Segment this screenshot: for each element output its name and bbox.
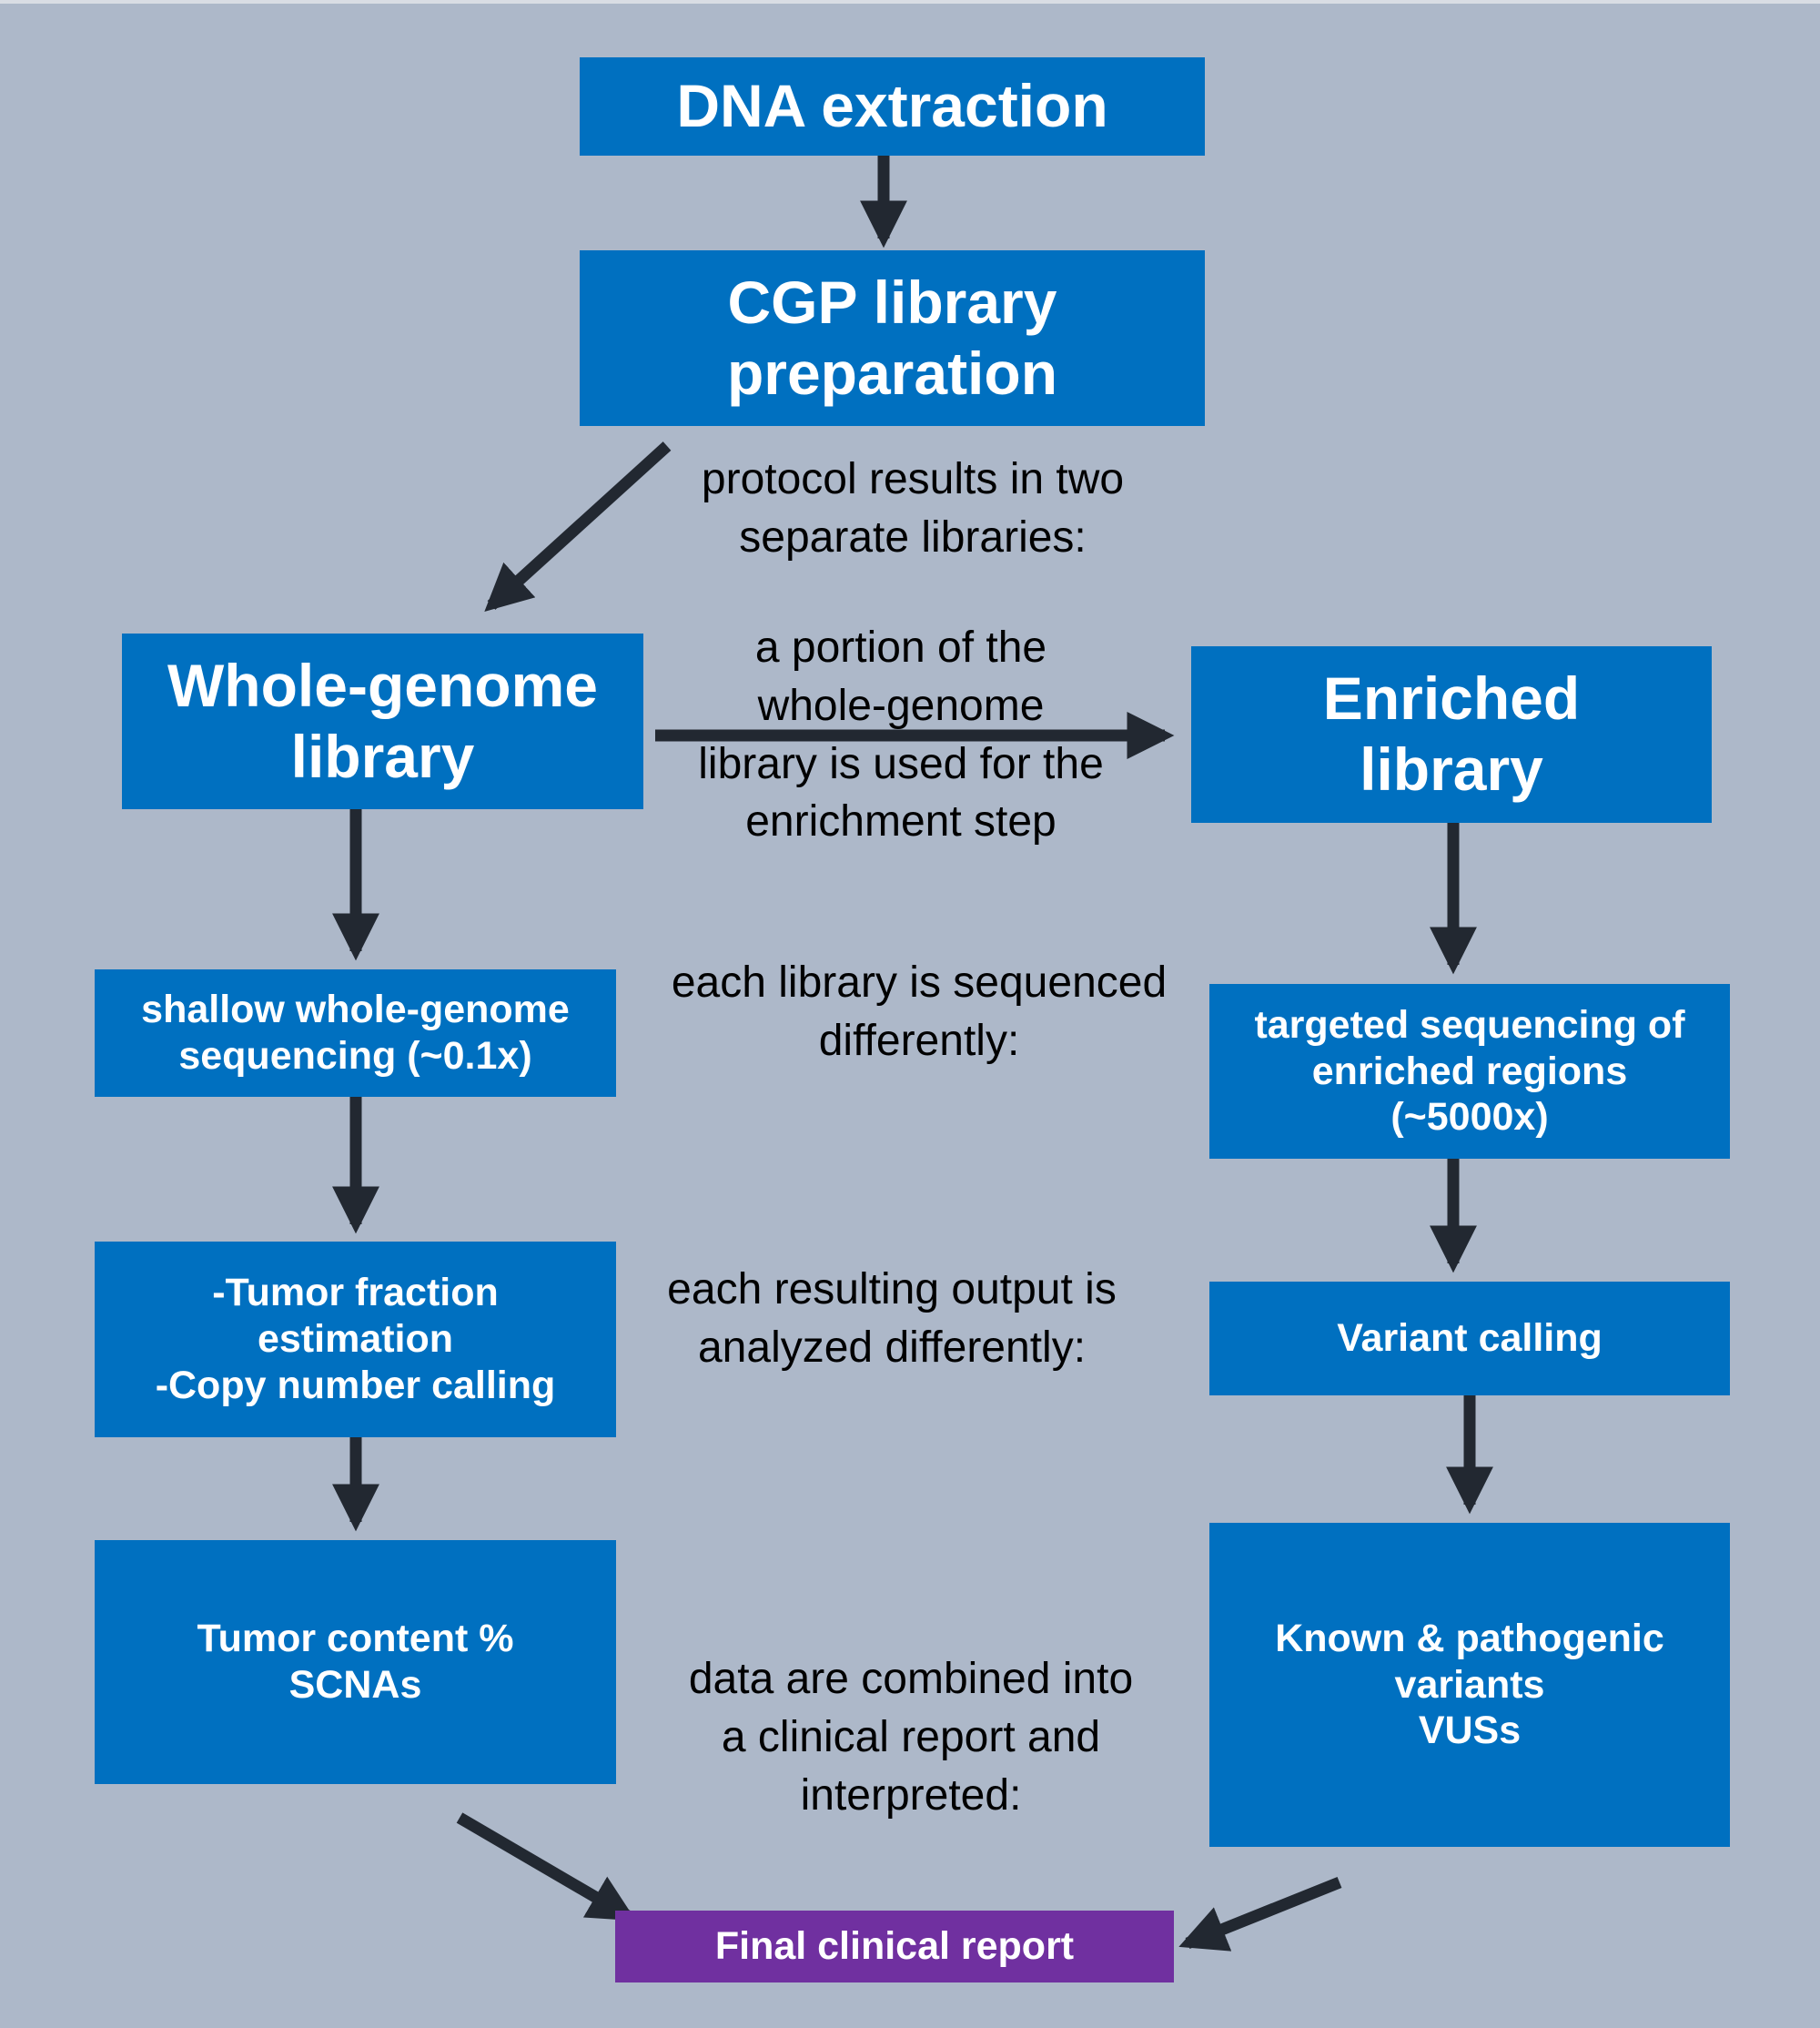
tumor-content-box: Tumor content % SCNAs xyxy=(95,1540,616,1784)
known-variants-label: Known & pathogenic variants VUSs xyxy=(1275,1616,1664,1753)
enriched-library-box: Enriched library xyxy=(1191,646,1712,823)
tumor-content-label: Tumor content % SCNAs xyxy=(197,1617,514,1707)
arrow-known-to-final xyxy=(1178,1876,1342,1952)
shallow-wgs-label: shallow whole-genome sequencing (~0.1x) xyxy=(141,988,570,1078)
arrow-content-to-final xyxy=(456,1812,636,1922)
final-report-label: Final clinical report xyxy=(714,1924,1075,1969)
targeted-sequencing-label: targeted sequencing of enriched regions … xyxy=(1254,1002,1685,1140)
variant-calling-label: Variant calling xyxy=(1337,1316,1603,1361)
whole-genome-library-box: Whole-genome library xyxy=(122,634,643,809)
cgp-library-preparation-box: CGP library preparation xyxy=(580,250,1205,426)
note-combined: data are combined into a clinical report… xyxy=(688,1655,1134,1820)
dna-extraction-label: DNA extraction xyxy=(676,72,1108,140)
dna-extraction-box: DNA extraction xyxy=(580,57,1205,156)
whole-genome-library-label: Whole-genome library xyxy=(167,651,598,790)
top-border xyxy=(0,0,1820,4)
arrow-cgp-to-wg xyxy=(484,441,672,612)
note-analyzed: each resulting output is analyzed differ… xyxy=(667,1265,1117,1372)
note-two-libraries: protocol results in two separate librari… xyxy=(701,455,1125,562)
final-report-box: Final clinical report xyxy=(615,1911,1174,1982)
note-sequenced: each library is sequenced differently: xyxy=(671,958,1168,1065)
cgp-library-preparation-label: CGP library preparation xyxy=(726,268,1058,407)
variant-calling-box: Variant calling xyxy=(1209,1282,1730,1395)
note-portion: a portion of the whole-genome library is… xyxy=(698,624,1104,847)
shallow-wgs-box: shallow whole-genome sequencing (~0.1x) xyxy=(95,969,616,1097)
targeted-sequencing-box: targeted sequencing of enriched regions … xyxy=(1209,984,1730,1159)
tumor-fraction-label: -Tumor fraction estimation -Copy number … xyxy=(155,1271,556,1407)
known-variants-box: Known & pathogenic variants VUSs xyxy=(1209,1523,1730,1847)
enriched-library-label: Enriched library xyxy=(1322,664,1581,803)
tumor-fraction-box: -Tumor fraction estimation -Copy number … xyxy=(95,1242,616,1437)
